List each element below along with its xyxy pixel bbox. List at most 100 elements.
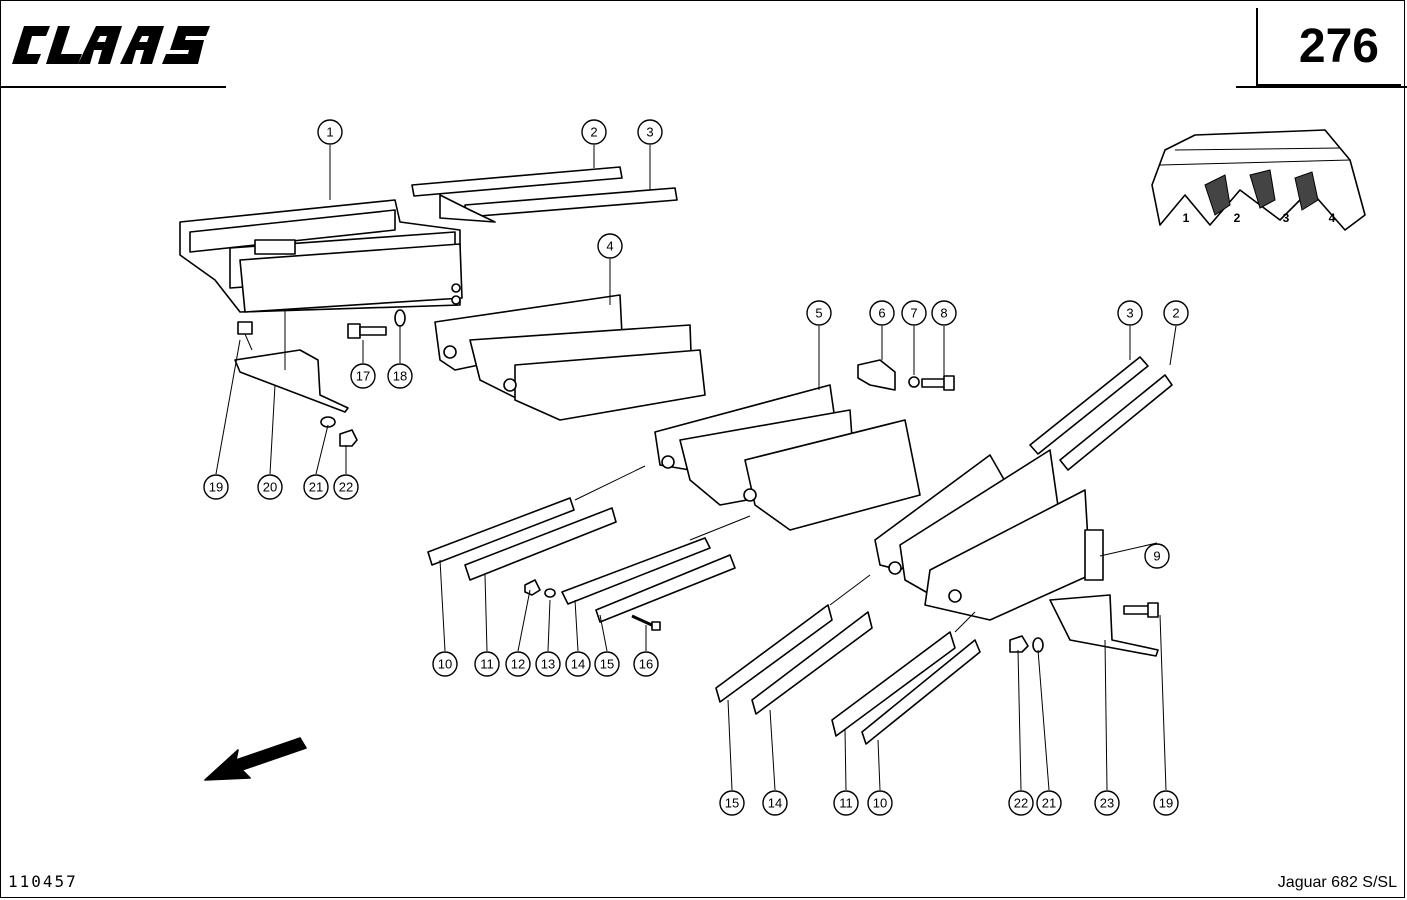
callout-label: 14 [768,796,782,811]
callout-circle [719,790,745,816]
callout-label: 22 [339,480,353,495]
part-15-strip-lower [715,604,833,703]
part-23-bracket [1049,594,1159,657]
callout-leader [215,339,241,475]
callout-circle [1163,300,1189,326]
callout-label: 21 [309,480,323,495]
callout-leader [1037,649,1050,791]
callout-circle [505,651,531,677]
callout-21: 21 [1036,649,1062,816]
callout-circle [350,363,376,389]
callout-19: 19 [203,339,241,500]
callout-18: 18 [387,325,413,389]
callout-label: 1 [326,125,333,140]
callout-9: 9 [1099,542,1170,569]
callout-label: 19 [209,480,223,495]
part-14-strip-lower [751,611,873,715]
callout-leader [727,699,733,791]
callout-circle [303,474,329,500]
callout-label: 2 [590,125,597,140]
callout-label: 10 [438,657,452,672]
callout-circle [1094,790,1120,816]
part-19-bolt [237,321,253,351]
overview-label-4: 4 [1329,211,1336,225]
part-14-strip [561,537,711,605]
callout-23: 23 [1094,639,1120,816]
callout-leader [439,559,446,652]
callout-leader [315,424,329,475]
callout-label: 17 [356,369,370,384]
callout-label: 11 [480,657,494,672]
callout-22: 22 [1008,649,1034,816]
callout-label: 5 [815,306,822,321]
callout-leader [484,574,488,652]
callout-20: 20 [257,384,283,500]
callout-22: 22 [333,445,359,500]
callout-19: 19 [1153,614,1179,816]
part-16-screw [631,614,661,631]
overview-label-2: 2 [1234,211,1241,225]
part-2-3-strips-right [1029,356,1173,471]
callout-label: 23 [1100,796,1114,811]
part-6-bracket [857,359,896,391]
callout-circle [565,651,591,677]
callout-17: 17 [350,340,376,389]
callout-circle [535,651,561,677]
callout-15: 15 [719,699,745,816]
part-5-assembly [654,384,921,531]
part-11-strip-lower [831,631,956,737]
part-11-strip [464,507,617,581]
callout-11: 11 [833,729,859,816]
callout-circle [1036,790,1062,816]
page-number: 276 [1256,8,1401,86]
direction-arrow-icon [204,737,307,781]
callout-7: 7 [901,300,927,375]
callout-2: 2 [1163,300,1189,366]
callout-label: 3 [1126,306,1133,321]
callout-leader [269,384,276,475]
callout-circle [833,790,859,816]
callout-10: 10 [432,559,458,677]
callout-circle [317,119,343,145]
part-19-bolt-lower [1123,602,1159,618]
callout-circle [432,651,458,677]
part-4-assembly [434,294,706,421]
part-21-washer-lower [1032,637,1044,653]
callout-6: 6 [869,300,895,360]
callout-label: 11 [839,796,853,811]
callout-label: 16 [639,657,653,672]
callout-1: 1 [317,119,343,200]
callout-leader [517,589,531,652]
callout-8: 8 [931,300,957,380]
callout-21: 21 [303,424,329,500]
callout-leader [1169,325,1177,366]
part-20-bracket [234,349,349,413]
callout-4: 4 [597,233,623,305]
callout-circle [1117,300,1143,326]
callout-circle [1153,790,1179,816]
callout-circle [867,790,893,816]
callout-label: 2 [1172,306,1179,321]
header-rule-right [1236,86,1407,88]
part-1-frame-assembly [179,199,463,313]
callout-label: 19 [1159,796,1173,811]
callout-circle [762,790,788,816]
header-overview-thumbnail: 1 2 3 4 [1151,129,1366,231]
part-22-nut [339,429,358,447]
overview-label-1: 1 [1183,211,1190,225]
callout-label: 14 [571,657,585,672]
callout-label: 3 [646,125,653,140]
callout-leader [877,739,881,791]
callout-circle [387,363,413,389]
callout-16: 16 [633,625,659,677]
callout-11: 11 [474,574,500,677]
callout-14: 14 [565,599,591,677]
callout-15: 15 [594,614,620,677]
callout-leader [769,709,776,791]
callout-circle [806,300,832,326]
header-rule [0,86,226,88]
part-17-bolt [347,323,387,339]
callout-10: 10 [867,739,893,816]
